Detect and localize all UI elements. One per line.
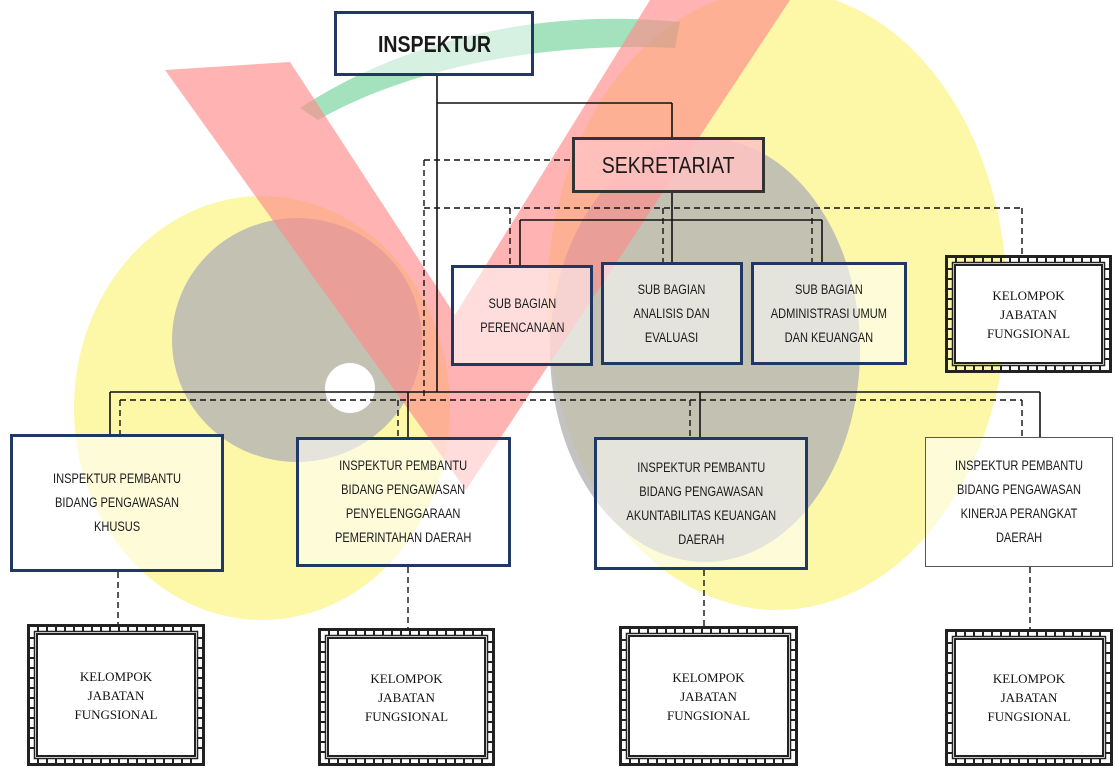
kelompok-jabatan-fungsional-inner: KELOMPOK JABATAN FUNGSIONAL xyxy=(954,264,1103,364)
kelompok-jabatan-fungsional-box: KELOMPOK JABATAN FUNGSIONAL xyxy=(945,255,1112,373)
inspektur-label: INSPEKTUR xyxy=(377,30,491,57)
kelompok-jabatan-fungsional-label: KELOMPOK JABATAN FUNGSIONAL xyxy=(986,287,1071,341)
brick-border-pattern xyxy=(945,255,1112,373)
inspektur-pembantu-khusus-box: INSPEKTUR PEMBANTU BIDANG PENGAWASAN KHU… xyxy=(10,434,224,572)
kelompok-jabatan-fungsional-box: KELOMPOK JABATAN FUNGSIONAL xyxy=(318,628,495,766)
sub-bagian-perencanaan-box: SUB BAGIAN PERENCANAAN xyxy=(451,265,593,366)
sekretariat-box: SEKRETARIAT xyxy=(572,137,765,193)
kelompok-jabatan-fungsional-box: KELOMPOK JABATAN FUNGSIONAL xyxy=(619,626,798,766)
sub-bagian-label: SUB BAGIAN ADMINISTRASI UMUM DAN KEUANGA… xyxy=(770,281,888,345)
inspektur-pembantu-label: INSPEKTUR PEMBANTU BIDANG PENGAWASAN KIN… xyxy=(955,458,1083,545)
sub-bagian-administrasi-box: SUB BAGIAN ADMINISTRASI UMUM DAN KEUANGA… xyxy=(751,262,907,365)
brick-border-pattern xyxy=(318,628,495,766)
kelompok-jabatan-fungsional-inner: KELOMPOK JABATAN FUNGSIONAL xyxy=(628,635,789,757)
inspektur-pembantu-akuntabilitas-box: INSPEKTUR PEMBANTU BIDANG PENGAWASAN AKU… xyxy=(594,437,808,570)
kelompok-jabatan-fungsional-inner: KELOMPOK JABATAN FUNGSIONAL xyxy=(327,637,486,757)
kelompok-jabatan-fungsional-inner: KELOMPOK JABATAN FUNGSIONAL xyxy=(36,633,196,757)
inspektur-pembantu-kinerja-box: INSPEKTUR PEMBANTU BIDANG PENGAWASAN KIN… xyxy=(925,437,1113,567)
sub-bagian-label: SUB BAGIAN ANALISIS DAN EVALUASI xyxy=(633,281,711,345)
brick-border-pattern xyxy=(27,624,205,766)
inspektur-pembantu-label: INSPEKTUR PEMBANTU BIDANG PENGAWASAN PEN… xyxy=(335,458,472,545)
watermark-white-dot xyxy=(325,363,375,413)
sub-bagian-analisis-box: SUB BAGIAN ANALISIS DAN EVALUASI xyxy=(601,262,743,365)
dashed-connectors xyxy=(117,159,1031,629)
kelompok-jabatan-fungsional-label: KELOMPOK JABATAN FUNGSIONAL xyxy=(666,669,751,723)
solid-connectors xyxy=(109,76,1041,437)
inspektur-pembantu-label: INSPEKTUR PEMBANTU BIDANG PENGAWASAN AKU… xyxy=(626,459,776,547)
kelompok-jabatan-fungsional-label: KELOMPOK JABATAN FUNGSIONAL xyxy=(364,670,449,724)
brick-border-pattern xyxy=(945,629,1113,766)
watermark-green-swoosh xyxy=(300,18,680,120)
inspektur-pembantu-penyelenggaraan-box: INSPEKTUR PEMBANTU BIDANG PENGAWASAN PEN… xyxy=(296,437,511,567)
kelompok-jabatan-fungsional-label: KELOMPOK JABATAN FUNGSIONAL xyxy=(74,668,158,722)
brick-border-pattern xyxy=(619,626,798,766)
kelompok-jabatan-fungsional-inner: KELOMPOK JABATAN FUNGSIONAL xyxy=(954,638,1104,757)
watermark-red-chevron xyxy=(165,0,790,490)
inspektur-pembantu-label: INSPEKTUR PEMBANTU BIDANG PENGAWASAN KHU… xyxy=(53,471,181,534)
inspektur-box: INSPEKTUR xyxy=(334,11,534,76)
sekretariat-label: SEKRETARIAT xyxy=(602,152,735,178)
kelompok-jabatan-fungsional-box: KELOMPOK JABATAN FUNGSIONAL xyxy=(945,629,1113,766)
kelompok-jabatan-fungsional-label: KELOMPOK JABATAN FUNGSIONAL xyxy=(987,671,1071,724)
kelompok-jabatan-fungsional-box: KELOMPOK JABATAN FUNGSIONAL xyxy=(27,624,205,766)
sub-bagian-label: SUB BAGIAN PERENCANAAN xyxy=(479,295,565,335)
